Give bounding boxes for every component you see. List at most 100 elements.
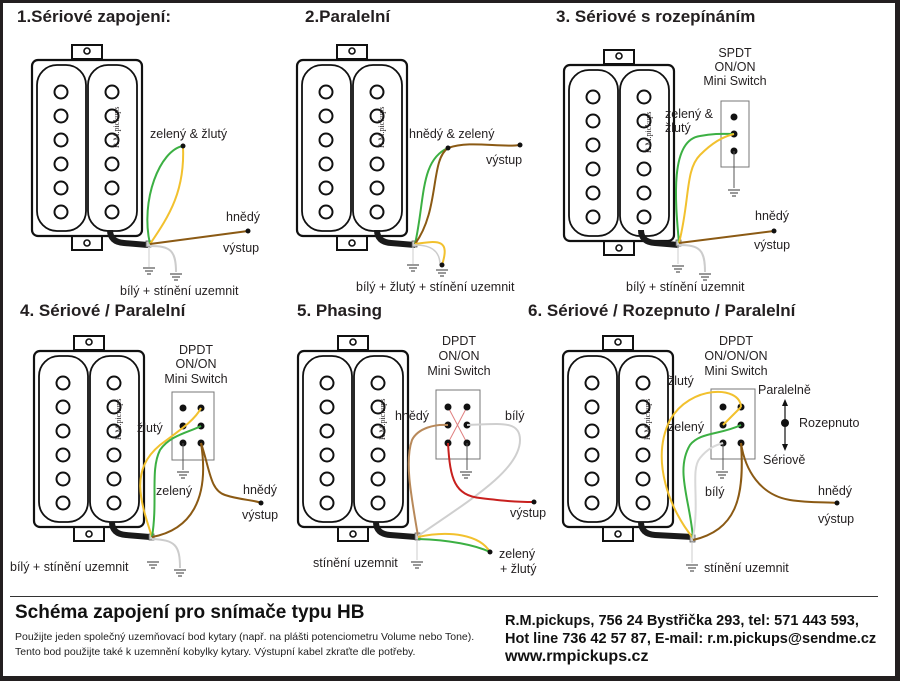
humbucker-pickup-icon [295,43,409,252]
switch-type-label: SPDT [718,46,752,60]
label-white: bílý [505,409,525,423]
wire-white [417,423,522,537]
ground-icon [406,264,420,272]
brand-mark: R.M.pickups [644,112,653,153]
ground-icon [410,561,424,569]
wire-white [678,244,706,273]
contact-info: R.M.pickups, 756 24 Bystřička 293, tel: … [505,612,876,666]
website-link[interactable]: www.rmpickups.cz [505,648,649,665]
humbucker-pickup-icon [30,43,144,252]
label-yellow-plus: + žlutý [500,562,537,576]
wire-brown [151,442,205,538]
pickup-cable [638,521,694,540]
label-brown: hnědý [395,409,430,423]
pickup-cable [107,229,149,248]
ground-icon [146,561,160,569]
diagram-3-series-split: 3. Sériové s rozepínáním R.M.pickups SPD… [556,7,790,294]
wire-green [151,425,202,538]
ground-icon [715,471,729,479]
label-brown: hnědý [755,209,790,223]
switch-name-label: Mini Switch [703,74,766,88]
ground-icon [727,189,741,197]
wire-brown-output [740,442,838,504]
wire-yellow [139,407,202,538]
label-yellow: žlutý [137,421,163,435]
ground-icon [671,265,685,273]
wire-red [447,442,535,503]
ground-icon [169,273,183,281]
brand-mark: R.M.pickups [643,399,652,440]
label-brown: hnědý [818,484,853,498]
label-output: výstup [223,241,259,255]
label-ground: bílý + stínění uzemnit [10,560,129,574]
dpdt-switch-icon [710,388,756,460]
switch-name-label: Mini Switch [704,364,767,378]
label-white: bílý [705,485,725,499]
wire-brown [692,442,743,541]
label-yellow: žlutý [665,121,691,135]
footer-note: Použijte jeden společný uzemňovací bod k… [15,630,474,660]
diagram-4-series-parallel: 4. Sériové / Paralelní R.M.pickups DPDT … [10,301,278,577]
label-brown: hnědý [226,210,261,224]
switch-type-label: DPDT [179,343,213,357]
pickup-cable [638,229,680,248]
brand-mark: R.M.pickups [378,399,387,440]
ground-icon [435,269,449,277]
diagram-6-title: 6. Sériové / Rozepnuto / Paralelní [528,301,797,320]
wire-white [414,244,441,266]
diagram-5-title: 5. Phasing [297,301,382,320]
wire-green [146,145,184,245]
diagram-5-phasing: 5. Phasing R.M.pickups DPDT ON/ON Mini S… [296,301,546,576]
footer-title: Schéma zapojení pro snímače typu HB [15,602,365,623]
label-output: výstup [818,512,854,526]
switch-name-label: Mini Switch [164,372,227,386]
label-output: výstup [510,506,546,520]
label-ground: bílý + stínění uzemnit [626,280,745,294]
diagram-1-series: 1.Sériové zapojení: R.M.pickups zelený &… [17,7,261,298]
label-yellow: žlutý [668,374,694,388]
label-green-yellow: zelený [499,547,536,561]
wire-white [151,538,181,569]
contact-hotline-email[interactable]: Hot line 736 42 57 87, E-mail: r.m.picku… [505,631,877,647]
wire-yellow [678,133,735,244]
label-brown-green: hnědý & zelený [409,127,495,141]
wire-yellow [660,390,742,539]
diagram-1-title: 1.Sériové zapojení: [17,7,171,26]
brand-mark: R.M.pickups [112,107,121,148]
wire-green [414,147,449,245]
wire-tan [407,423,449,537]
label-ground: bílý + žlutý + stínění uzemnit [356,280,515,294]
label-position-split: Rozepnuto [799,416,860,430]
ground-icon [685,564,699,572]
label-output: výstup [486,153,522,167]
wire-yellow [417,532,491,553]
label-green: zelený [668,420,705,434]
humbucker-pickup-icon [296,334,410,543]
switch-name-label: Mini Switch [427,364,490,378]
wire-green [675,132,735,244]
wire-brown [678,230,775,244]
pickup-cable [373,521,417,540]
pickup-cable [109,521,151,540]
wire-brown-output [200,442,262,504]
wire-white [692,442,724,539]
ground-icon [459,471,473,479]
humbucker-pickup-icon [32,334,146,543]
label-output: výstup [242,508,278,522]
wire-yellow [414,241,446,266]
footer-note-line-1: Použijte jeden společný uzemňovací bod k… [15,631,475,643]
label-ground: stínění uzemnit [313,556,398,570]
switch-type-label: DPDT [442,334,476,348]
wire-green [417,538,491,553]
switch-mode-label: ON/ON [176,357,217,371]
diagram-2-title: 2.Paralelní [305,7,391,26]
label-ground: stínění uzemnit [704,561,789,575]
label-position-parallel: Paralelně [758,383,811,397]
humbucker-pickup-icon [562,48,676,257]
diagram-2-parallel: 2.Paralelní R.M.pickups hnědý & zelený v… [295,7,523,294]
label-brown: hnědý [243,483,278,497]
diagram-6-series-split-parallel: 6. Sériové / Rozepnuto / Paralelní R.M.p… [528,301,860,575]
wire-yellow [149,145,185,245]
label-ground: bílý + stínění uzemnit [120,284,239,298]
